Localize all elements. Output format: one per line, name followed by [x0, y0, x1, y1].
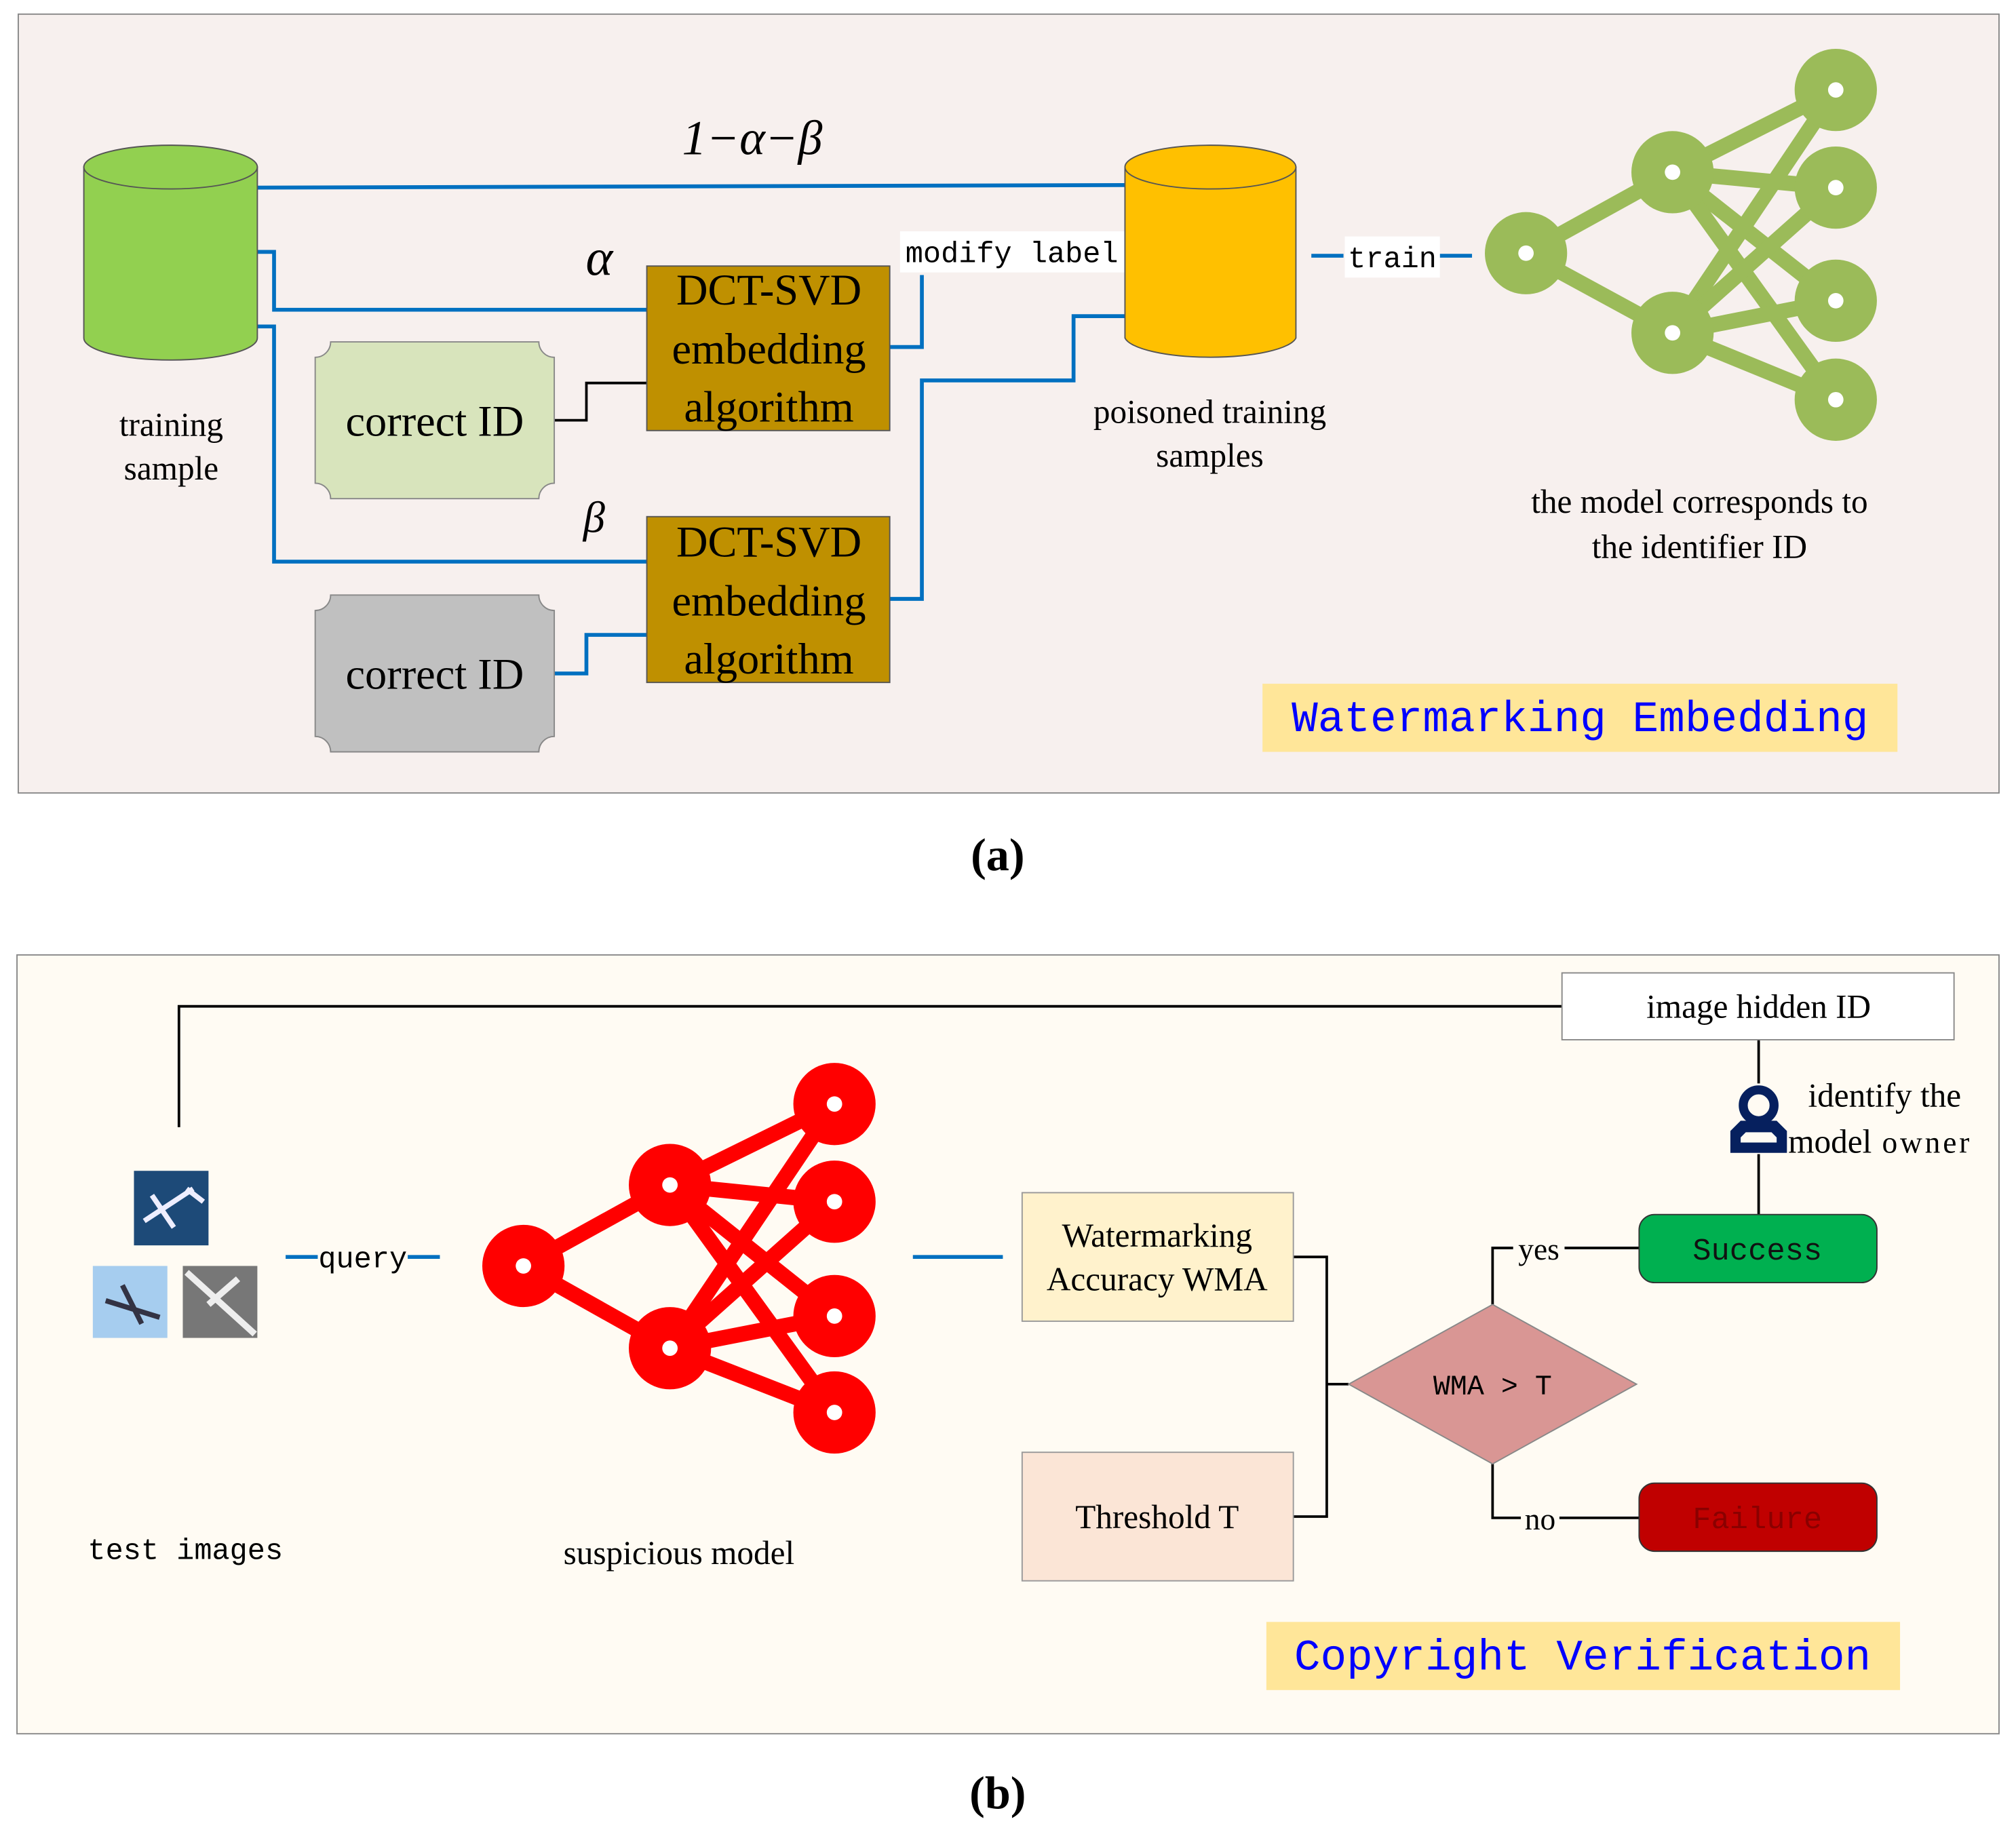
- trained-model-network-icon: [1485, 49, 1877, 441]
- network-node-center: [516, 1258, 531, 1274]
- network-edge: [1666, 168, 1842, 404]
- caption-b: (b): [969, 1767, 1026, 1818]
- failure-label: Failure: [1692, 1502, 1822, 1538]
- modify-label: modify label: [906, 239, 1119, 272]
- network-node-center: [1518, 245, 1534, 261]
- correct-id-label-2: correct ID: [345, 650, 524, 699]
- embedding-title-bg: [1262, 684, 1898, 752]
- network-node-center: [662, 1177, 678, 1193]
- panel-b-connectors: [177, 1004, 1760, 1519]
- network-node-center: [1827, 82, 1844, 98]
- success-box: Success: [1638, 1213, 1878, 1284]
- image-hidden-id-box: [1561, 972, 1955, 1040]
- network-node-center: [1665, 325, 1681, 341]
- suspicious-model-network-icon: [482, 1063, 876, 1454]
- dct2-line2: embedding: [672, 577, 866, 625]
- network-node-center: [826, 1405, 842, 1420]
- threshold-box: Threshold T: [1021, 1451, 1294, 1582]
- verification-title: Copyright Verification: [1294, 1633, 1871, 1683]
- training-sample-database-icon: [83, 144, 258, 361]
- poisoned-label: poisoned training: [1093, 393, 1326, 430]
- no-label: no: [1525, 1502, 1555, 1536]
- train-label: train: [1348, 243, 1437, 277]
- network-node-center: [826, 1308, 842, 1324]
- dct2-line1: DCT-SVD: [676, 518, 861, 566]
- network-node-center: [1827, 293, 1844, 309]
- embedding-title: Watermarking Embedding: [1292, 695, 1868, 745]
- test-images: [92, 1171, 258, 1338]
- image-hidden-id-label: image hidden ID: [1646, 988, 1871, 1026]
- model-caption-1: the model corresponds to: [1531, 483, 1868, 520]
- training-sample-label-2: sample: [124, 450, 219, 487]
- query-label: query: [318, 1243, 407, 1276]
- panel-a-connectors: [257, 183, 1473, 676]
- train-label-bg: [1344, 236, 1440, 278]
- threshold-label: Threshold T: [1075, 1498, 1239, 1536]
- poisoned-label-2: samples: [1156, 437, 1264, 474]
- suspicious-model-label: suspicious model: [564, 1534, 795, 1572]
- correct-id-label-1: correct ID: [345, 397, 524, 445]
- network-node-center: [826, 1194, 842, 1210]
- wma-label-2: Accuracy WMA: [1047, 1260, 1268, 1298]
- correct-id-box-1: correct ID: [314, 341, 556, 500]
- test-images-label: test images: [88, 1535, 283, 1568]
- dct1-line3: algorithm: [684, 383, 853, 431]
- caption-a: (a): [971, 829, 1025, 880]
- edge-ratio-label: 1−α−β: [682, 111, 823, 165]
- network-node-center: [826, 1096, 842, 1112]
- person-icon: [1730, 1085, 1787, 1153]
- dct1-line2: embedding: [672, 325, 866, 373]
- wma-label-1: Watermarking: [1062, 1217, 1252, 1254]
- correct-id-box-2: correct ID: [314, 594, 556, 753]
- airplane-image-3: [182, 1266, 258, 1338]
- dct2-line3: algorithm: [684, 635, 853, 683]
- yes-label: yes: [1518, 1232, 1559, 1266]
- identify-label-1: identify the: [1808, 1076, 1961, 1114]
- airplane-image-1: [134, 1171, 209, 1246]
- beta-label: β: [582, 493, 605, 541]
- alpha-label: α: [586, 230, 615, 287]
- training-sample-label: training: [119, 406, 223, 443]
- poisoned-samples-database-icon: [1124, 144, 1297, 358]
- wma-box: Watermarking Accuracy WMA: [1021, 1192, 1294, 1322]
- success-label: Success: [1692, 1234, 1822, 1269]
- failure-box: Failure: [1638, 1482, 1878, 1553]
- airplane-image-2: [92, 1266, 168, 1338]
- dct-svd-box-1: DCT-SVD embedding algorithm: [646, 265, 891, 431]
- panel-b: [16, 954, 2000, 1735]
- model-caption-2: the identifier ID: [1592, 528, 1807, 565]
- dct-svd-box-2: DCT-SVD embedding algorithm: [646, 515, 891, 684]
- verification-title-bg: [1266, 1622, 1901, 1690]
- modify-label-bg: [899, 231, 1125, 273]
- decision-label: WMA > T: [1433, 1371, 1552, 1403]
- network-node-center: [1665, 164, 1681, 180]
- network-node-center: [1827, 391, 1844, 408]
- network-edge: [1666, 85, 1842, 338]
- network-edge: [663, 1180, 841, 1418]
- decision-diamond: WMA > T: [1347, 1304, 1638, 1465]
- network-edge: [663, 1099, 841, 1353]
- dct1-line1: DCT-SVD: [676, 266, 861, 314]
- network-node-center: [1827, 180, 1844, 196]
- identify-label-2: model: [1788, 1123, 1872, 1160]
- network-node-center: [662, 1340, 678, 1357]
- identify-label-3: owner: [1882, 1125, 1973, 1160]
